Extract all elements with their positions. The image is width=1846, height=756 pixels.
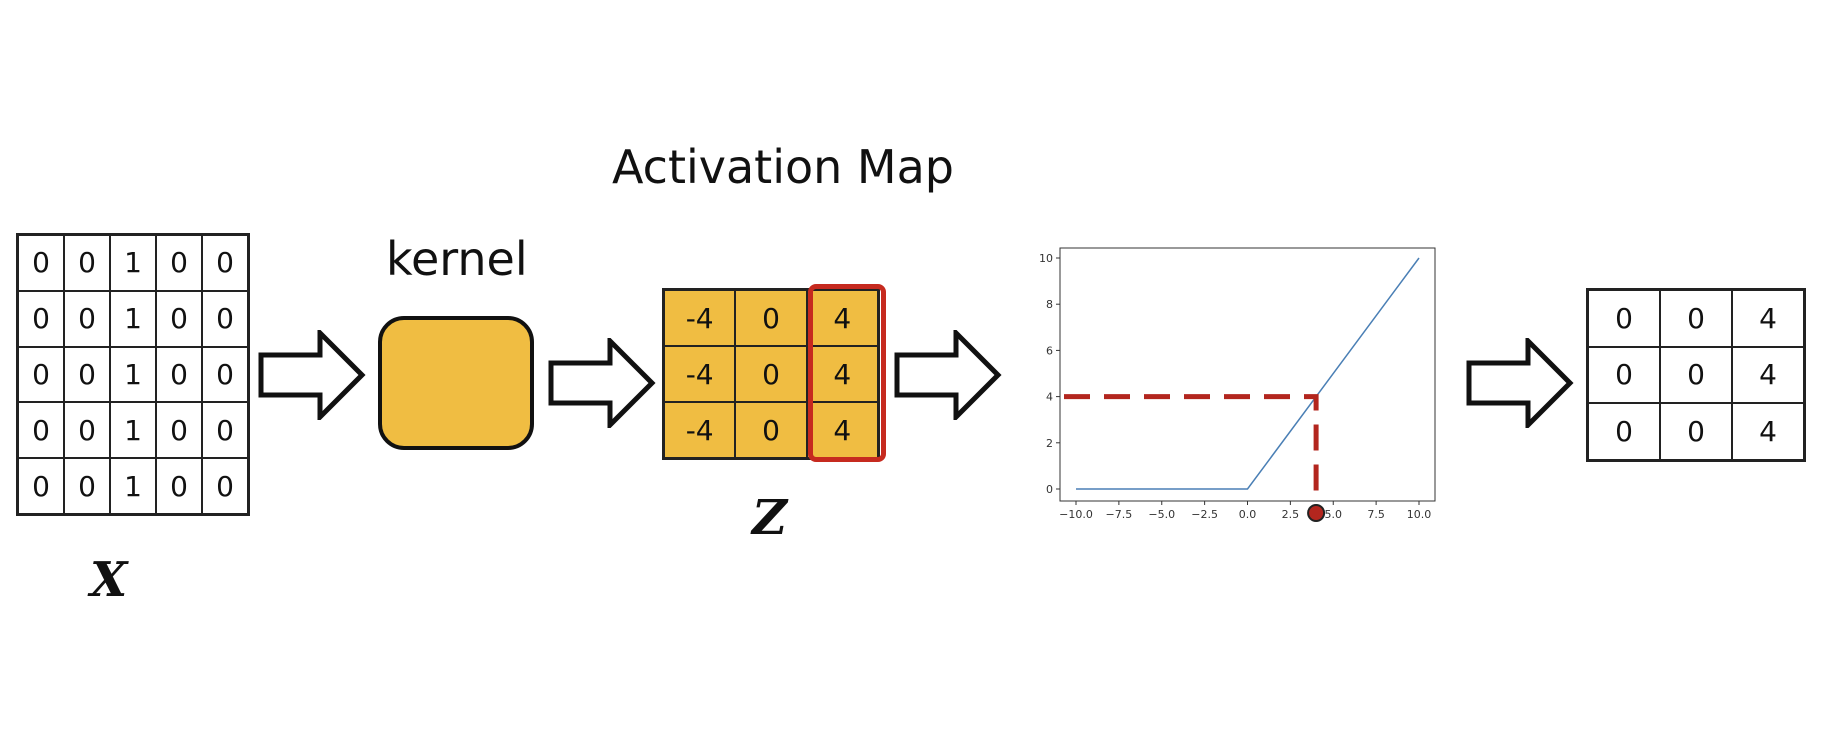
x-tick-label: −2.5 [1191,508,1218,521]
grid-cell: 4 [1732,290,1804,347]
relu-line [1076,257,1420,490]
x-tick-label: −7.5 [1106,508,1133,521]
grid-cell: 4 [806,346,878,402]
x-tick-label: 10.0 [1407,508,1432,521]
x-axis-ticks: −10.0 −7.5 −5.0 −2.5 0.0 2.5 5.0 7.5 10.0 [1059,501,1431,521]
grid-cell: 0 [735,346,807,402]
grid-cell: 0 [18,346,64,403]
grid-cell: 0 [18,458,64,514]
grid-cell: 0 [18,290,64,347]
right-arrow-icon [258,330,366,420]
right-arrow-icon [548,338,656,428]
grid-cell: 0 [156,458,202,514]
grid-cell: 0 [64,235,110,291]
y-tick-label: 0 [1046,483,1053,496]
x-tick-label: 2.5 [1282,508,1300,521]
x-tick-label: −5.0 [1148,508,1175,521]
output-grid: 0 0 4 0 0 4 0 0 4 [1586,288,1806,462]
grid-cell: 0 [64,458,110,514]
grid-cell: 0 [735,402,807,458]
x-tick-label: −10.0 [1059,508,1093,521]
grid-cell: 0 [64,290,110,347]
grid-cell: 0 [1588,290,1660,347]
grid-cell: 0 [18,235,64,291]
y-tick-label: 6 [1046,344,1053,357]
grid-cell: 4 [1732,403,1804,460]
grid-cell: 1 [110,346,156,403]
right-arrow-icon [894,330,1002,420]
column-highlight [808,284,886,462]
grid-cell: 1 [110,235,156,291]
grid-cell: 4 [806,290,878,346]
grid-cell: 0 [64,346,110,403]
kernel-box [378,316,534,450]
grid-cell: 0 [156,235,202,291]
grid-cell: 0 [156,290,202,347]
y-tick-label: 4 [1046,391,1053,404]
input-label-x: X [90,552,128,608]
grid-cell: 0 [202,290,248,347]
grid-cell: 0 [1660,290,1732,347]
grid-cell: 1 [110,290,156,347]
plot-frame [1059,247,1436,502]
activation-map-title: Activation Map [612,140,954,194]
grid-cell: 1 [110,402,156,459]
grid-cell: 0 [156,402,202,459]
y-tick-label: 10 [1039,252,1053,265]
grid-cell: 0 [202,402,248,459]
grid-cell: 0 [735,290,807,346]
activation-grid-z: -4 0 4 -4 0 4 -4 0 4 [662,288,880,460]
grid-cell: 1 [110,458,156,514]
y-axis-ticks: 0 2 4 6 8 10 [1039,252,1060,496]
grid-cell: 0 [1588,346,1660,404]
input-grid-x: 0 0 1 0 0 0 0 1 0 0 0 0 1 0 0 0 0 1 0 0 … [16,233,250,516]
grid-cell: 0 [202,235,248,291]
grid-cell: -4 [664,290,736,346]
x-tick-label: 5.0 [1325,508,1343,521]
kernel-title: kernel [386,232,528,286]
annotation-dashed-line [1064,394,1319,509]
y-tick-label: 8 [1046,298,1053,311]
grid-cell: 0 [1660,403,1732,460]
grid-cell: -4 [664,402,736,458]
grid-cell: 0 [202,346,248,403]
grid-cell: 0 [18,402,64,459]
grid-cell: 4 [1732,346,1804,404]
x-tick-label: 0.0 [1239,508,1257,521]
grid-cell: 0 [1588,403,1660,460]
relu-chart: 0 2 4 6 8 10 −10.0 −7.5 −5.0 −2.5 0.0 2.5 5.0 7.5 10.… [1039,247,1436,522]
annotation-point [1307,504,1326,522]
grid-cell: 0 [202,458,248,514]
grid-cell: 0 [64,402,110,459]
grid-cell: 0 [1660,346,1732,404]
grid-cell: 0 [156,346,202,403]
y-tick-label: 2 [1046,437,1053,450]
grid-cell: -4 [664,346,736,402]
right-arrow-icon [1466,338,1574,428]
activation-label-z: Z [752,490,788,546]
x-tick-label: 7.5 [1367,508,1385,521]
